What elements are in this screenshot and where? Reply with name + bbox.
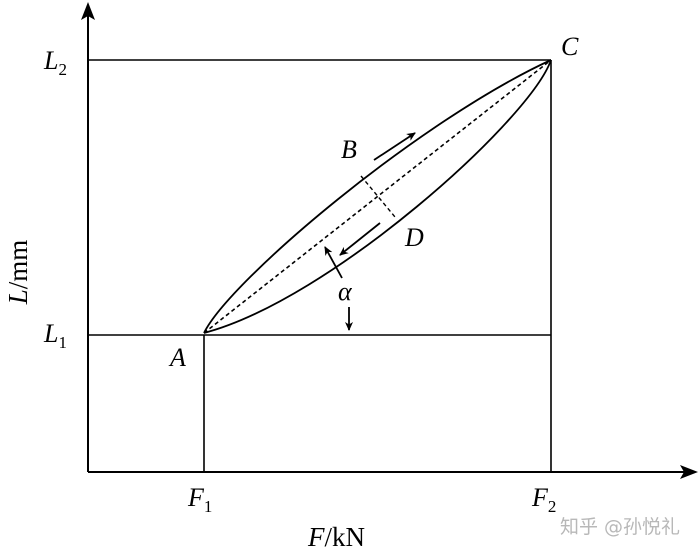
- x-tick-f1: F1: [187, 483, 212, 516]
- y-tick-l2-symbol: L: [43, 46, 58, 75]
- y-axis-title-unit: /mm: [3, 240, 33, 290]
- loading-direction-arrow: [373, 132, 416, 161]
- point-labels: A B C D α: [168, 32, 579, 372]
- x-tick-f2: F2: [531, 483, 556, 516]
- unloading-curve: [203, 59, 552, 334]
- point-label-c: C: [561, 32, 579, 61]
- x-tick-f2-sub: 2: [548, 497, 557, 516]
- y-axis-arrow: [81, 2, 95, 20]
- reference-lines: [88, 59, 552, 472]
- alpha-arrow-up: [324, 246, 343, 279]
- unloading-direction-arrow: [339, 222, 381, 256]
- x-tick-f1-symbol: F: [187, 483, 205, 512]
- point-label-a: A: [168, 343, 186, 372]
- y-tick-l2-sub: 2: [58, 60, 67, 79]
- direction-arrows: [324, 132, 416, 331]
- hysteresis-loop: [203, 59, 552, 334]
- loading-curve: [203, 59, 552, 334]
- x-axis-title-symbol: F: [307, 522, 325, 551]
- bd-dashed-line: [360, 175, 396, 218]
- x-axis-arrow: [680, 465, 698, 479]
- y-tick-labels: L2 L1: [43, 46, 67, 352]
- angle-label-alpha: α: [338, 277, 353, 306]
- y-tick-l1: L1: [43, 319, 67, 352]
- point-label-b: B: [341, 135, 357, 164]
- x-axis-title: F/kN: [307, 522, 365, 551]
- point-label-d: D: [404, 223, 424, 252]
- x-tick-f2-symbol: F: [531, 483, 549, 512]
- y-tick-l1-sub: 1: [58, 333, 67, 352]
- y-axis-title: L/mm: [3, 240, 33, 306]
- axes: [81, 2, 698, 479]
- x-axis-title-unit: /kN: [325, 522, 366, 551]
- watermark: 知乎 @孙悦礼: [560, 516, 680, 538]
- x-tick-labels: F1 F2: [187, 483, 556, 516]
- mean-dashed-line: [203, 59, 552, 334]
- y-axis-title-symbol: L: [3, 289, 33, 305]
- y-tick-l2: L2: [43, 46, 67, 79]
- x-tick-f1-sub: 1: [204, 497, 213, 516]
- y-tick-l1-symbol: L: [43, 319, 58, 348]
